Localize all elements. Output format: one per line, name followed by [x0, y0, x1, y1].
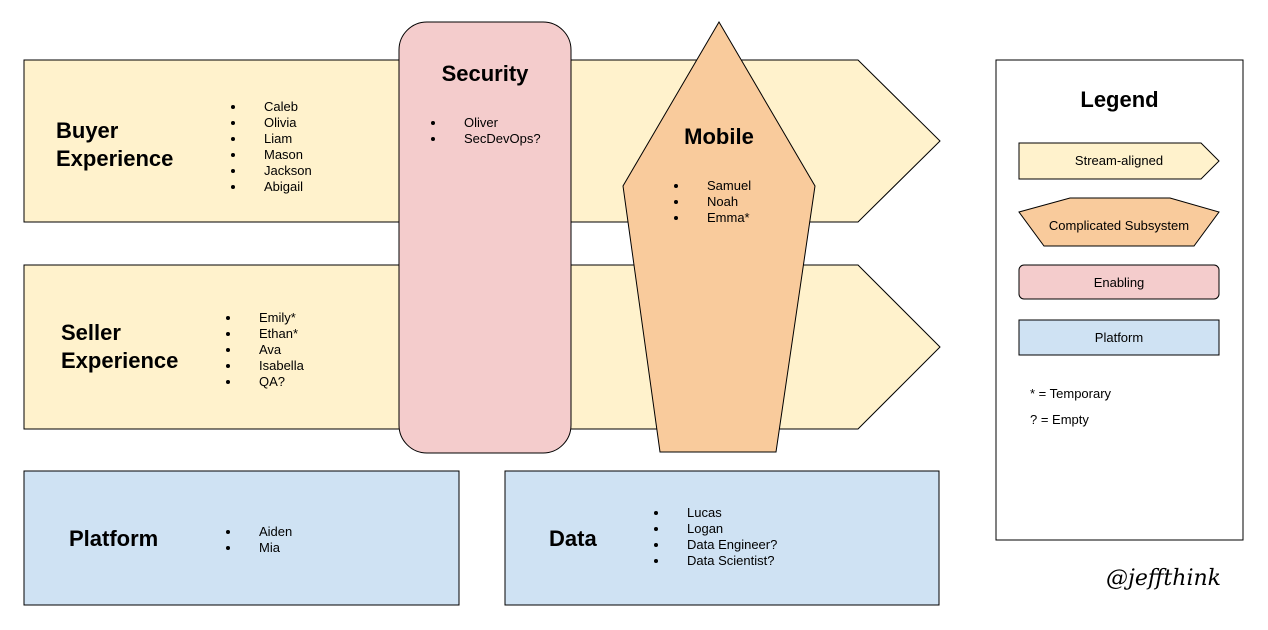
data-member-list: LucasLoganData Engineer?Data Scientist? [655, 505, 777, 569]
team-member: Samuel [689, 178, 751, 194]
team-member: Emma* [689, 210, 751, 226]
seller-title-line1: Seller [61, 320, 121, 345]
legend-platform-label: Platform [1094, 330, 1144, 345]
legend-subsystem-label: Complicated Subsystem [1048, 218, 1190, 233]
team-member: Jackson [246, 163, 312, 179]
platform-box [23, 470, 460, 606]
legend-title: Legend [1080, 87, 1159, 112]
team-member: Logan [669, 521, 777, 537]
data-box [504, 470, 940, 606]
buyer-title-line1: Buyer [56, 118, 119, 143]
security-member-list: OliverSecDevOps? [432, 115, 541, 147]
team-member: Ethan* [241, 326, 304, 342]
mobile-subsystem-shape [622, 21, 816, 453]
legend-note-empty: ? = Empty [1030, 412, 1089, 427]
team-member: Mia [241, 540, 292, 556]
team-member: Emily* [241, 310, 304, 326]
legend-stream-swatch [1018, 142, 1220, 180]
platform-title: Platform [69, 526, 159, 551]
legend-platform-swatch [1018, 319, 1220, 356]
legend-enabling-label: Enabling [1093, 275, 1145, 290]
team-member: Oliver [446, 115, 541, 131]
team-member: Data Engineer? [669, 537, 777, 553]
team-member: Olivia [246, 115, 312, 131]
seller-title: Seller Experience [61, 319, 178, 375]
legend-enabling-swatch [1018, 264, 1220, 300]
security-title: Security [441, 61, 529, 86]
team-member: Aiden [241, 524, 292, 540]
buyer-member-list: CalebOliviaLiamMasonJacksonAbigail [232, 99, 312, 195]
seller-title-line2: Experience [61, 348, 179, 373]
team-member: Lucas [669, 505, 777, 521]
legend-note-temporary: * = Temporary [1030, 386, 1112, 401]
legend-subsystem-swatch [1018, 197, 1220, 247]
author-signature: @jeffthink [1106, 566, 1221, 591]
platform-member-list: AidenMia [227, 524, 292, 556]
team-member: Noah [689, 194, 751, 210]
team-member: Ava [241, 342, 304, 358]
team-member: Isabella [241, 358, 304, 374]
mobile-title: Mobile [684, 124, 754, 149]
team-member: Liam [246, 131, 312, 147]
legend-stream-label: Stream-aligned [1074, 153, 1164, 168]
security-enabling-box [398, 21, 572, 454]
team-member: Mason [246, 147, 312, 163]
team-member: Caleb [246, 99, 312, 115]
seller-member-list: Emily*Ethan*AvaIsabellaQA? [227, 310, 304, 390]
buyer-title-line2: Experience [56, 146, 174, 171]
team-member: Abigail [246, 179, 312, 195]
buyer-title: Buyer Experience [56, 117, 173, 173]
team-member: SecDevOps? [446, 131, 541, 147]
legend-frame [995, 59, 1244, 541]
team-member: Data Scientist? [669, 553, 777, 569]
data-title: Data [549, 526, 597, 551]
team-member: QA? [241, 374, 304, 390]
mobile-member-list: SamuelNoahEmma* [675, 178, 751, 226]
